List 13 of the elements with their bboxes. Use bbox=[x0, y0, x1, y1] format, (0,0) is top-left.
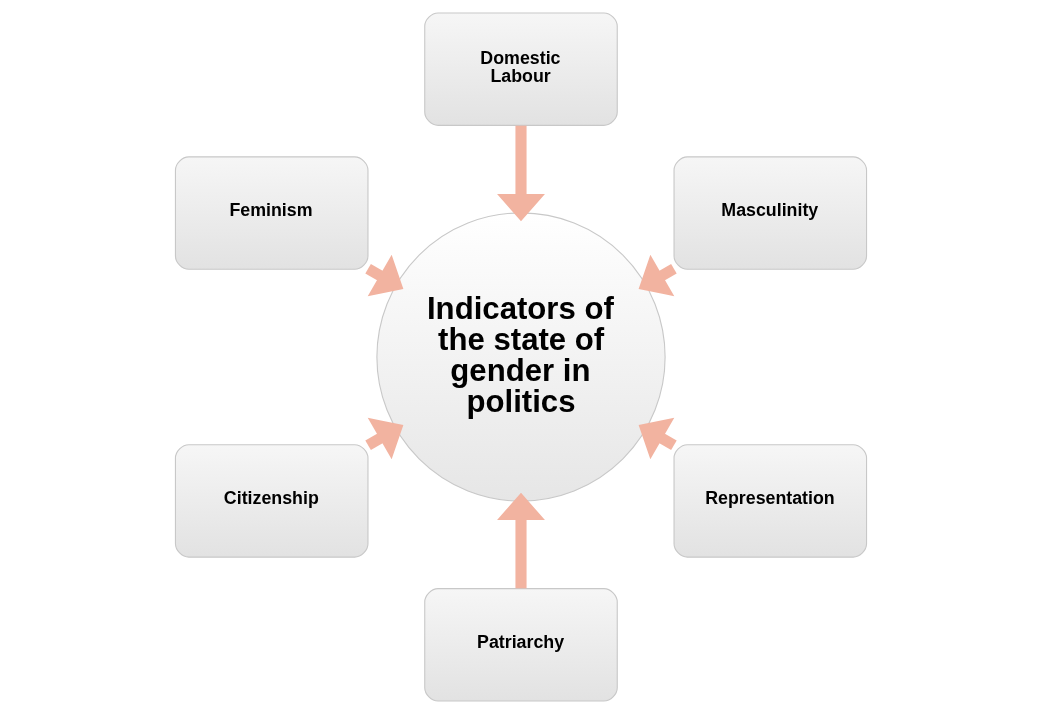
node-circle: Indicators of the state of gender in politics bbox=[375, 212, 666, 502]
arrow bbox=[364, 254, 403, 297]
node-box: Representation bbox=[672, 444, 867, 558]
node-box: Domestic Labour bbox=[423, 12, 618, 126]
node-box: Feminism bbox=[174, 156, 369, 270]
arrow bbox=[638, 417, 677, 460]
node-box: Citizenship bbox=[174, 444, 369, 558]
arrow bbox=[638, 254, 677, 297]
node-box: Masculinity bbox=[672, 156, 867, 270]
arrow bbox=[364, 417, 403, 460]
arrow bbox=[496, 125, 545, 222]
arrow bbox=[496, 492, 545, 589]
node-box: Patriarchy bbox=[423, 588, 618, 702]
